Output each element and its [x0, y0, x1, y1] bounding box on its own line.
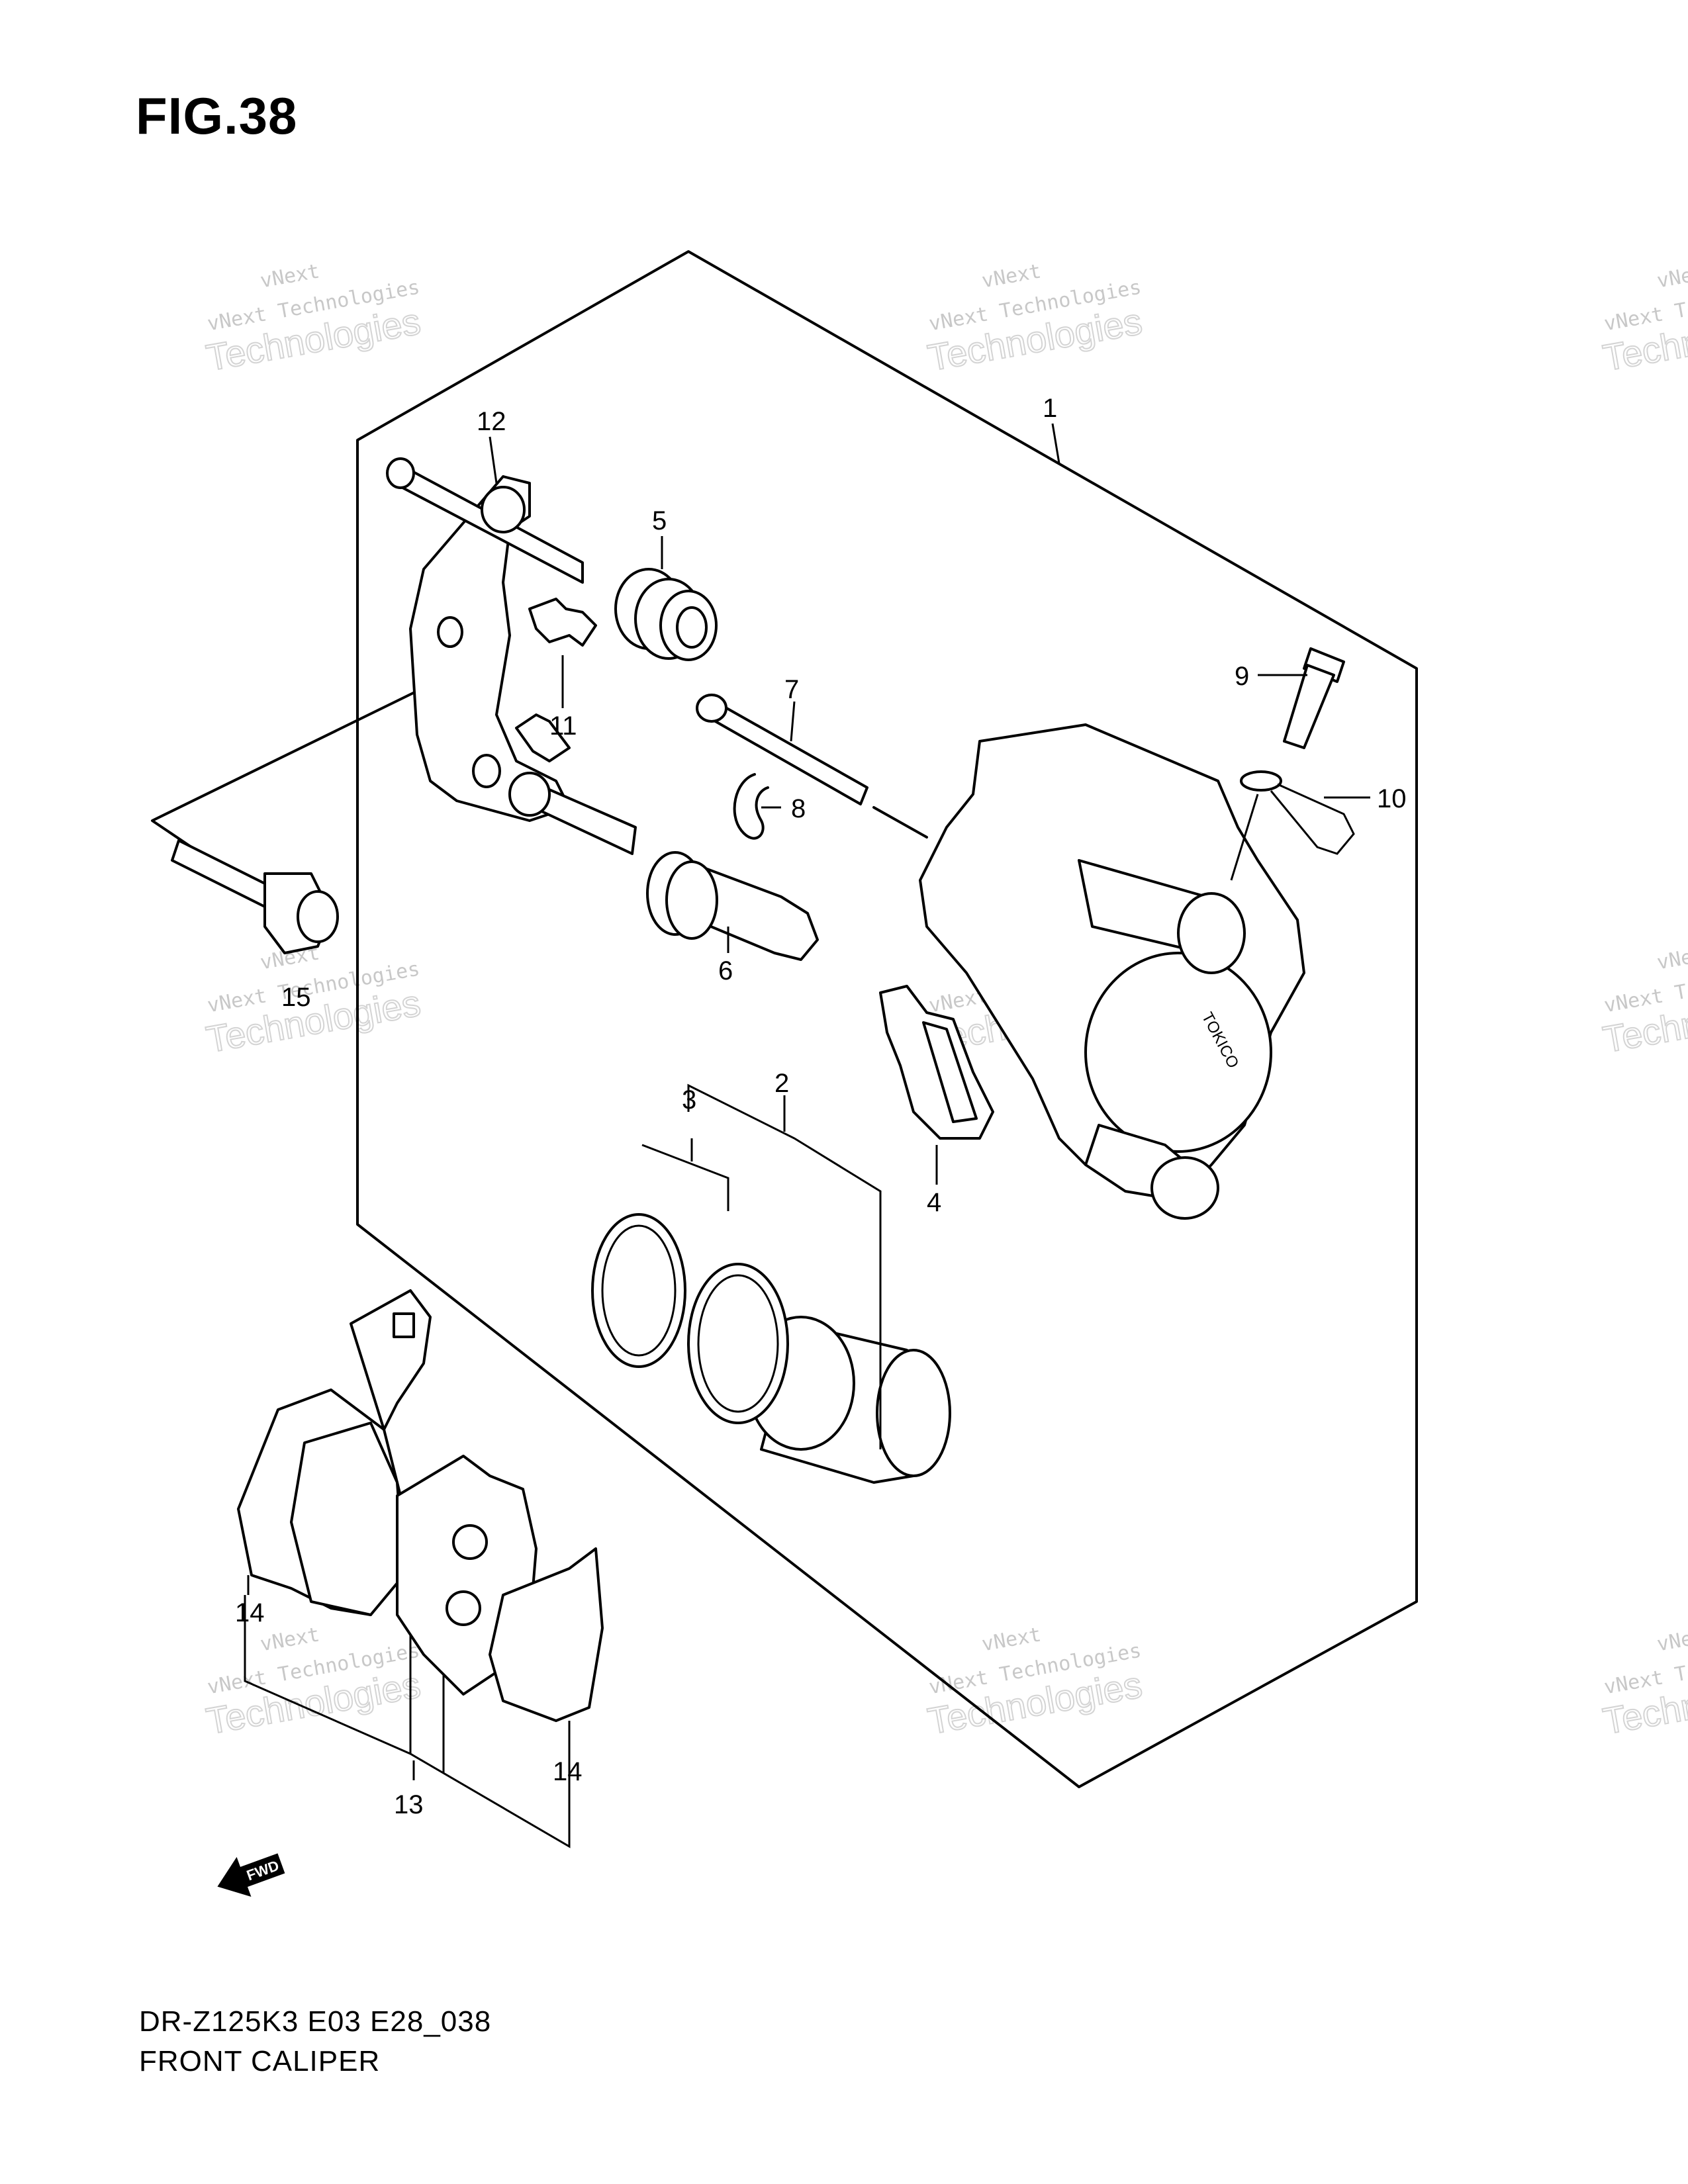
watermark-top-left: vNext vNext Technologies Technologies	[203, 259, 424, 379]
watermark-text: vNext	[1655, 1623, 1688, 1656]
part-15-bolt	[171, 839, 339, 954]
part-11-pad-spring	[515, 598, 597, 762]
watermark-text: vNext	[980, 259, 1043, 293]
leader-line-1	[1051, 423, 1060, 464]
callout-12: 12	[477, 407, 506, 436]
leader-line-2b	[641, 1144, 729, 1211]
watermark-top-mid: vNext vNext Technologies Technologies	[924, 259, 1146, 379]
part-4-pad-spring	[879, 985, 994, 1140]
fwd-arrow-icon: FWD	[217, 1853, 285, 1897]
callout-9: 9	[1235, 662, 1249, 691]
callout-2: 2	[774, 1069, 789, 1098]
part-1-caliper-body: TOKICO	[919, 723, 1305, 1220]
callout-8: 8	[791, 794, 806, 823]
watermark-text: vNext	[1655, 259, 1688, 293]
leader-line-7-caliper	[872, 806, 928, 839]
leader-line-10-caliper	[1230, 794, 1259, 881]
callout-labels: 1 2 3 4 5 6 7 8 9 10 11 12 13 14 14 15	[235, 394, 1407, 1819]
part-7-pad-pin	[696, 694, 868, 805]
watermark-low-left: vNext vNext Technologies Technologies	[203, 1623, 424, 1743]
part-6-slide-pin	[646, 851, 819, 961]
part-3-piston-seal	[591, 1213, 789, 1424]
part-12-caliper-bracket	[386, 457, 637, 855]
watermark-low-mid: vNext vNext Technologies Technologies	[924, 1623, 1146, 1743]
assembly-outline	[356, 250, 1418, 1788]
leader-line-3	[687, 1083, 882, 1449]
part-10-bleeder-cap	[1240, 770, 1355, 855]
watermark-text: vNext	[258, 259, 321, 293]
watermark-text: vNext	[980, 1623, 1043, 1656]
watermark-text: vNext	[1655, 941, 1688, 974]
callout-6: 6	[718, 956, 733, 985]
part-8-clip	[733, 773, 769, 840]
callout-14-left: 14	[235, 1598, 265, 1627]
figure-title: FIG.38	[136, 87, 298, 145]
leader-line-12	[489, 436, 498, 484]
callout-14-right: 14	[553, 1757, 583, 1786]
callout-leaders	[244, 423, 1370, 1848]
callout-13: 13	[394, 1790, 424, 1819]
leader-line-7	[790, 701, 796, 742]
part-13-brake-pad-set	[237, 1289, 604, 1722]
callout-3: 3	[682, 1085, 696, 1115]
watermark-mid-right: vNext vNext Technologies Technologies	[1599, 941, 1688, 1061]
callout-7: 7	[784, 675, 799, 704]
diagram-name: FRONT CALIPER	[139, 2045, 381, 2077]
watermark-top-right: vNext vNext Technologies Technologies	[1599, 259, 1688, 379]
callout-4: 4	[927, 1188, 941, 1217]
watermark-low-right: vNext vNext Technologies Technologies	[1599, 1623, 1688, 1743]
callout-11: 11	[549, 711, 577, 741]
callout-1: 1	[1043, 394, 1057, 423]
callout-10: 10	[1377, 784, 1407, 813]
part-5-boot	[614, 568, 718, 661]
callout-15: 15	[281, 983, 311, 1012]
watermark-text: vNext	[258, 1623, 321, 1656]
callout-5: 5	[652, 506, 667, 535]
part-9-bleeder-screw	[1283, 647, 1345, 749]
model-code: DR-Z125K3 E03 E28_038	[139, 2005, 492, 2038]
